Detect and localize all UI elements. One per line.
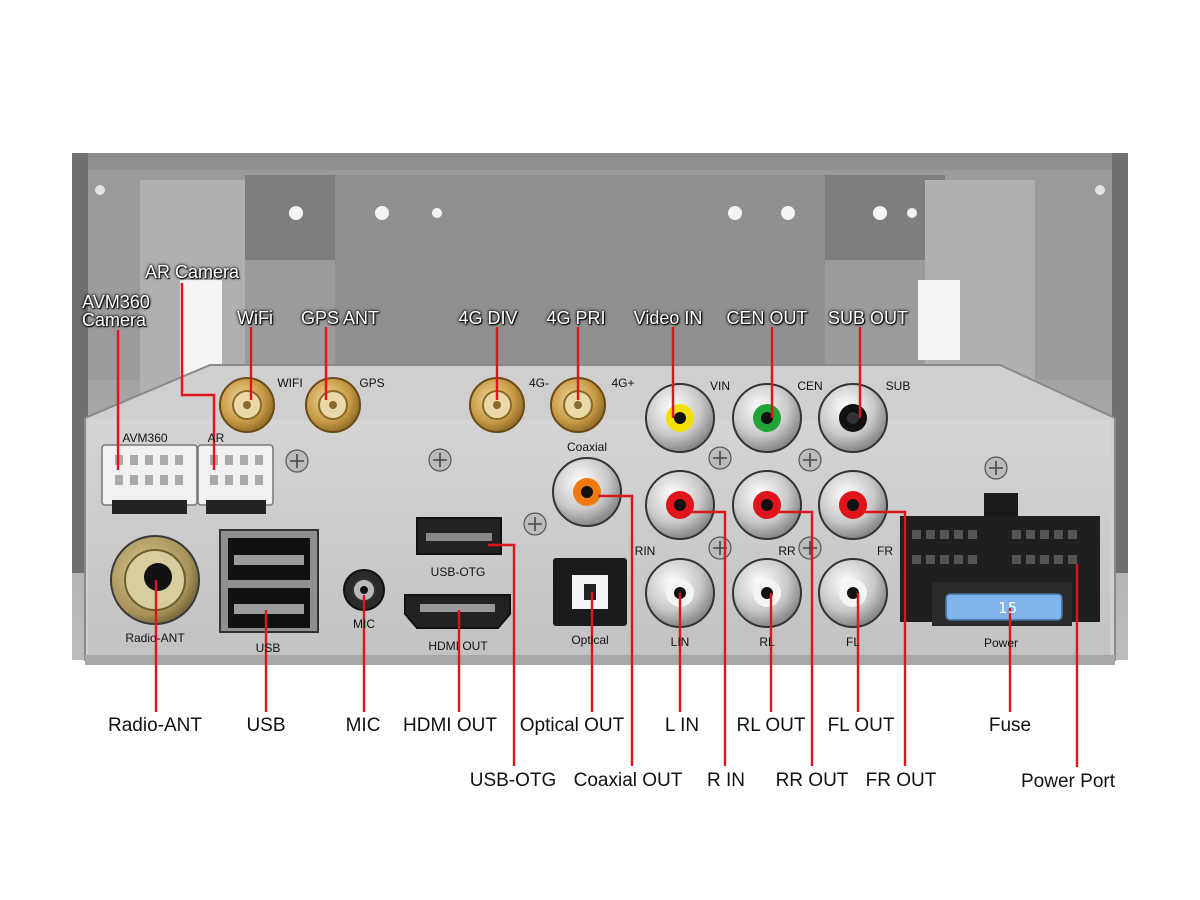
silk-usb-otg: USB-OTG [430,565,486,579]
label-power-port: Power Port [1021,771,1115,792]
label-4g-pri: 4G PRI [546,308,606,328]
label-wifi: WiFi [237,308,273,328]
silk-4g-minus: 4G- [528,376,550,390]
fuse-rating: 15 [998,599,1019,617]
label-gps-ant: GPS ANT [300,308,380,328]
silk-cen: CEN [797,379,823,393]
silk-power: Power [983,636,1019,650]
silk-usb: USB [255,641,281,655]
label-fr-out: FR OUT [865,770,937,791]
label-sub-out: SUB OUT [827,308,909,328]
silk-fl: FL [845,635,861,649]
label-r-in: R IN [707,770,745,791]
silk-hdmi-out: HDMI OUT [428,639,488,653]
usb-otg-port [416,517,502,555]
silk-rr: RR [778,544,796,558]
label-ar-camera: AR Camera [144,262,240,282]
hdmi-port [404,594,511,629]
label-usb: USB [246,715,286,736]
label-cen-out: CEN OUT [726,308,808,328]
sma-connectors [219,377,606,433]
label-avm360-line1: AVM360 [82,292,150,312]
label-rr-out: RR OUT [775,770,849,791]
label-optical-out: Optical OUT [519,715,625,736]
label-fuse: Fuse [988,715,1032,736]
label-hdmi-out: HDMI OUT [403,715,497,736]
usb-ports [219,529,319,633]
label-avm360-line2: Camera [81,310,147,330]
label-l-in: L IN [664,715,700,736]
silk-4g-plus: 4G+ [611,376,635,390]
silk-sub: SUB [885,379,911,393]
label-coaxial-out: Coaxial OUT [573,770,683,791]
silk-fr: FR [877,544,893,558]
mic-jack [343,569,385,611]
silk-mic: MIC [353,617,375,631]
label-rl-out: RL OUT [736,715,806,736]
silk-radio-ant: Radio-ANT [125,631,185,645]
label-mic: MIC [345,715,381,736]
silk-rin: RIN [634,544,656,558]
silk-lin: LIN [670,635,690,649]
power-connector [900,493,1100,626]
silk-vin: VIN [709,379,731,393]
silk-wifi: WIFI [277,376,303,390]
silk-coaxial: Coaxial [566,440,608,454]
silk-optical: Optical [571,633,609,647]
label-4g-div: 4G DIV [458,308,518,328]
camera-connectors [101,444,274,514]
optical-port [553,558,627,626]
silk-rl: RL [759,635,775,649]
label-video-in: Video IN [633,308,703,328]
label-radio-ant: Radio-ANT [108,715,202,736]
silk-ar: AR [207,431,225,445]
label-fl-out: FL OUT [827,715,895,736]
silk-gps: GPS [359,376,385,390]
silk-avm360: AVM360 [122,431,168,445]
callout-leader-lines [116,283,1079,767]
fuse [945,593,1063,621]
label-usb-otg: USB-OTG [469,770,557,791]
